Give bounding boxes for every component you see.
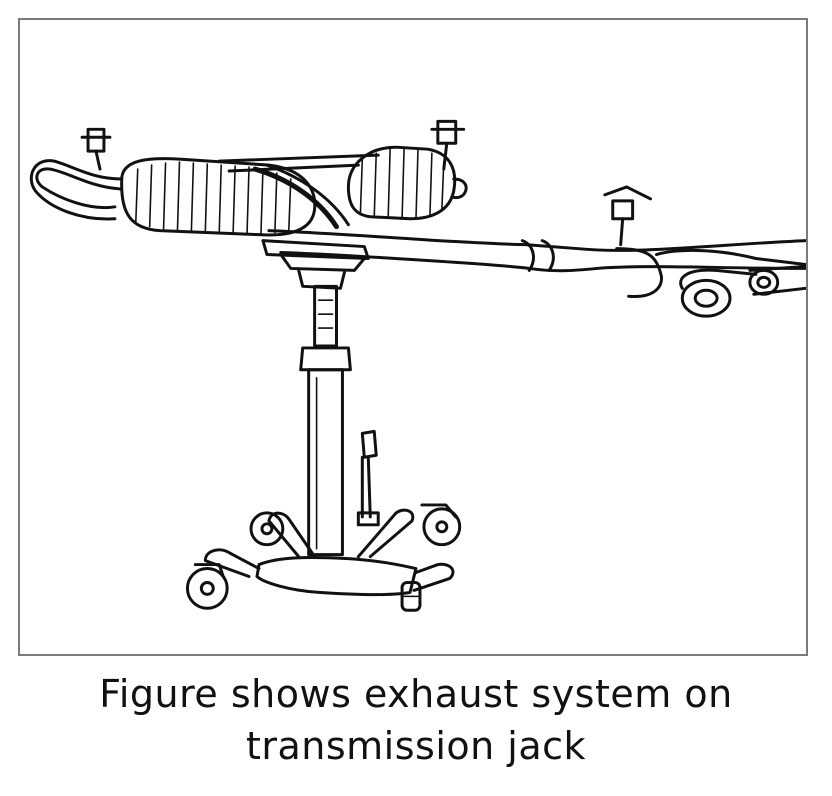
figure-caption-line-1: Figure shows exhaust system on [99,672,733,716]
exhaust-on-transmission-jack-illustration [29,119,806,612]
figure-caption: Figure shows exhaust system on transmiss… [0,668,832,772]
caster-rear-left [249,511,285,547]
exhaust-hanger-right [603,185,652,247]
figure-frame [18,18,808,656]
exhaust-hanger-left [80,127,112,171]
caster-front-left [185,563,229,610]
exhaust-system [29,119,806,318]
transmission-jack [185,239,462,612]
exhaust-hanger-middle [430,119,466,171]
figure-caption-line-2: transmission jack [245,724,587,768]
caster-front-right [400,580,422,612]
caster-rear-right [420,503,462,547]
